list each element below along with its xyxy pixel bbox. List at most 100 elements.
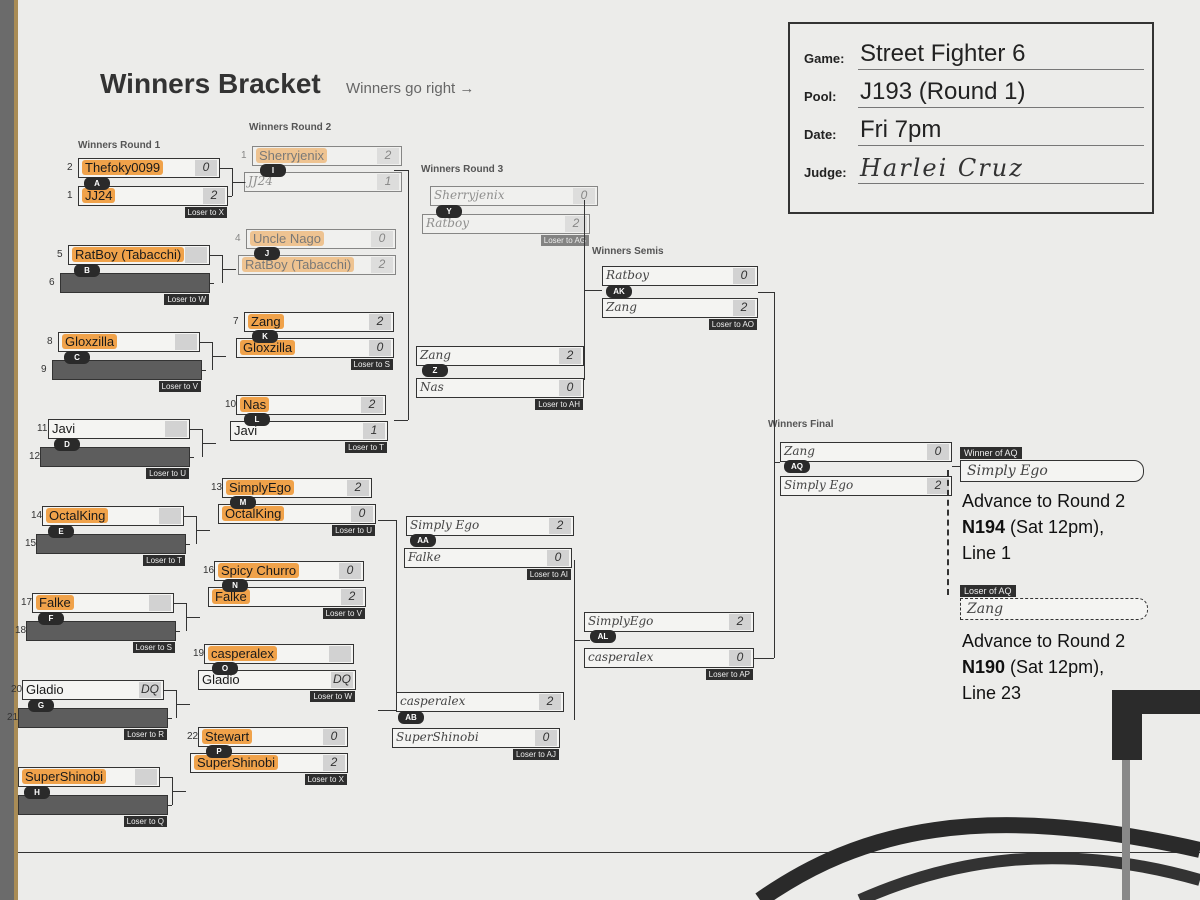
connector-line bbox=[186, 544, 190, 545]
bracket-slot: RatBoy (Tabacchi)2 bbox=[238, 255, 396, 275]
connector-line bbox=[196, 530, 210, 531]
connector-line bbox=[408, 170, 409, 420]
player-name: Falke bbox=[212, 589, 250, 604]
player-name: Falke bbox=[408, 550, 441, 564]
game-value: Street Fighter 6 bbox=[860, 40, 1026, 67]
match-badge: J bbox=[254, 247, 280, 260]
player-name: Spicy Churro bbox=[218, 563, 300, 578]
score-box: 0 bbox=[729, 650, 751, 666]
info-game: Game: Street Fighter 6 bbox=[804, 40, 1144, 70]
score-box: 0 bbox=[927, 444, 949, 460]
match-badge: G bbox=[28, 699, 54, 712]
pool-value: J193 (Round 1) bbox=[860, 78, 1026, 105]
score-box: 2 bbox=[927, 478, 949, 494]
connector-line bbox=[172, 791, 186, 792]
seed-number: 5 bbox=[57, 249, 63, 260]
player-name: Falke bbox=[36, 595, 74, 610]
bracket-sheet: Winners Bracket Winners go right → Game:… bbox=[7, 0, 1200, 900]
score-box: 0 bbox=[339, 563, 361, 579]
match-badge: Z bbox=[422, 364, 448, 377]
seed-number: 4 bbox=[235, 233, 241, 244]
loser-route-tag: Loser to U bbox=[146, 468, 189, 479]
connector-line bbox=[160, 777, 172, 778]
connector-line bbox=[174, 603, 186, 604]
winner-time: (Sat 12pm), bbox=[1005, 517, 1105, 537]
date-label: Date: bbox=[804, 127, 837, 142]
score-box: 0 bbox=[559, 380, 581, 396]
page-subtitle: Winners go right → bbox=[346, 80, 475, 97]
score-box: 0 bbox=[369, 340, 391, 356]
player-name: SimplyEgo bbox=[226, 480, 295, 495]
player-name: RatBoy (Tabacchi) bbox=[242, 257, 355, 272]
connector-line bbox=[202, 443, 216, 444]
plug-shape bbox=[1112, 690, 1142, 760]
score-box: 2 bbox=[549, 518, 571, 534]
player-name: casperalex bbox=[588, 650, 654, 664]
player-name: OctalKing bbox=[222, 506, 285, 521]
connector-line bbox=[394, 170, 408, 171]
connector-line bbox=[232, 182, 246, 183]
divider bbox=[858, 107, 1144, 108]
pool-label: Pool: bbox=[804, 89, 837, 104]
player-name: Simply Ego bbox=[410, 518, 480, 532]
loser-route-tag: Loser to T bbox=[345, 442, 387, 453]
match-badge: D bbox=[54, 438, 80, 451]
connector-line bbox=[774, 292, 775, 658]
player-name: casperalex bbox=[208, 646, 277, 661]
match-badge: AK bbox=[606, 285, 632, 298]
connector-line bbox=[190, 429, 202, 430]
score-box: 0 bbox=[733, 268, 755, 284]
match-badge: AQ bbox=[784, 460, 810, 473]
score-box: 2 bbox=[369, 314, 391, 330]
loser-route-tag: Loser to AH bbox=[535, 399, 583, 410]
connector-line bbox=[210, 283, 214, 284]
player-name: OctalKing bbox=[46, 508, 109, 523]
connector-line bbox=[584, 290, 602, 291]
round-label-r2: Winners Round 2 bbox=[249, 122, 332, 133]
connector-line bbox=[212, 356, 226, 357]
page-title: Winners Bracket bbox=[100, 68, 321, 99]
score-box: 1 bbox=[377, 174, 399, 190]
loser-route-tag: Loser to X bbox=[184, 207, 227, 218]
player-name: Sherryjenix bbox=[434, 188, 505, 202]
divider bbox=[858, 69, 1144, 70]
winner-advance-text: Advance to Round 2 N194 (Sat 12pm), Line… bbox=[962, 488, 1125, 566]
score-box: DQ bbox=[139, 682, 161, 698]
score-box: 0 bbox=[351, 506, 373, 522]
player-name: JJ24 bbox=[82, 188, 116, 203]
connector-line bbox=[202, 370, 206, 371]
loser-pool-line: N190 (Sat 12pm), bbox=[962, 654, 1125, 680]
connector-line bbox=[200, 342, 212, 343]
match-badge: F bbox=[38, 612, 64, 625]
seed-number: 22 bbox=[187, 731, 199, 742]
score-box bbox=[165, 421, 187, 437]
score-box: 0 bbox=[535, 730, 557, 746]
loser-slot: Zang bbox=[960, 598, 1148, 620]
score-box bbox=[185, 247, 207, 263]
seed-number: 11 bbox=[37, 423, 48, 434]
connector-line bbox=[186, 617, 200, 618]
score-box: 2 bbox=[347, 480, 369, 496]
loser-route-tag: Loser to V bbox=[158, 381, 201, 392]
score-box: 2 bbox=[539, 694, 561, 710]
